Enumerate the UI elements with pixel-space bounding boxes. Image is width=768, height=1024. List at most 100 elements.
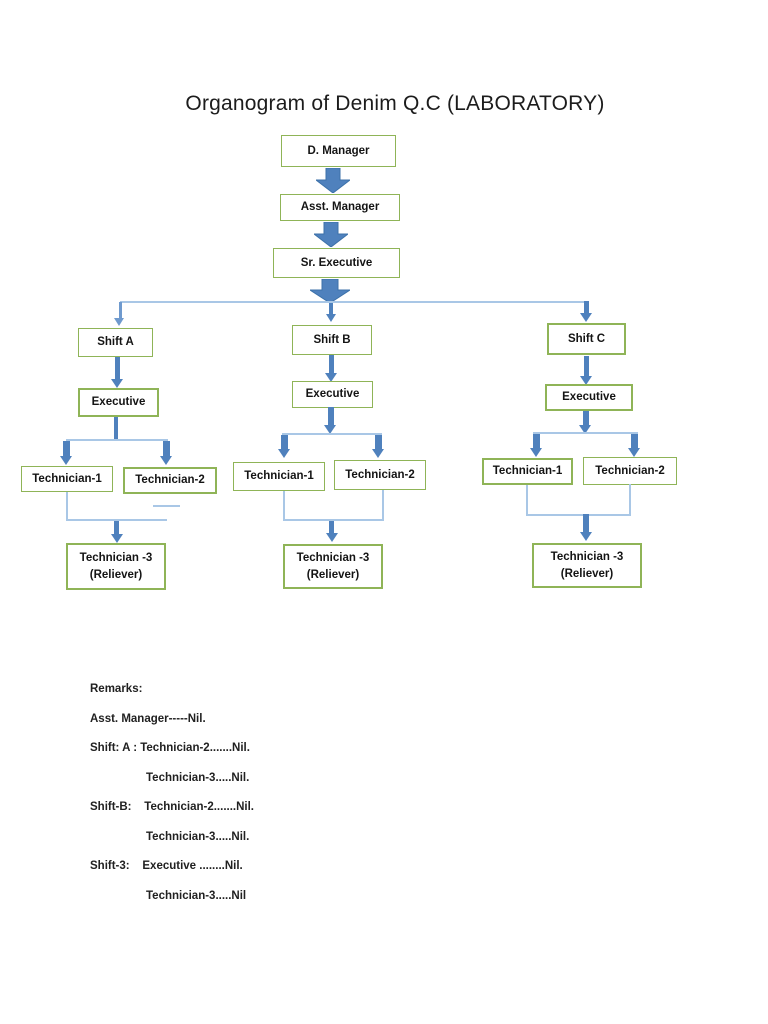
- split-bar: [282, 433, 382, 435]
- arrow-shaft: [533, 434, 540, 449]
- arrow-shaft: [631, 434, 638, 449]
- node-shift-a: Shift A: [78, 328, 153, 357]
- down-arrowhead-icon: [325, 373, 337, 382]
- node-technician1-c: Technician-1: [482, 458, 573, 485]
- bracket-line: [629, 484, 631, 514]
- down-arrowhead-icon: [580, 313, 592, 322]
- node-technician1-a-label: Technician-1: [32, 472, 102, 485]
- remark-line: Shift-3: Executive ........Nil.: [90, 860, 243, 872]
- down-arrowhead-icon: [579, 425, 591, 434]
- arrow-shaft: [163, 441, 170, 457]
- remark-line: Asst. Manager-----Nil.: [90, 712, 206, 725]
- node-technician3-a-line2: (Reliever): [89, 568, 143, 581]
- remark-line: Technician-3.....Nil: [146, 889, 247, 902]
- node-executive-b-label: Executive: [305, 388, 360, 401]
- bracket-line: [382, 490, 384, 520]
- node-technician3-b: Technician -3 (Reliever): [283, 544, 383, 589]
- branch-drop-line-a: [119, 302, 122, 318]
- node-technician1-b-label: Technician-1: [244, 470, 314, 483]
- node-sr-executive-label: Sr. Executive: [300, 256, 373, 269]
- down-arrowhead-icon: [530, 448, 542, 457]
- arrow-shaft: [281, 435, 288, 450]
- split-bar: [533, 432, 638, 434]
- arrow-shaft: [329, 521, 334, 534]
- node-technician3-a: Technician -3 (Reliever): [66, 543, 166, 590]
- node-asst-manager: Asst. Manager: [280, 194, 400, 221]
- node-executive-a: Executive: [78, 388, 159, 417]
- connector-stub: [328, 407, 334, 426]
- down-block-arrow-icon: [310, 279, 350, 303]
- node-technician2-c: Technician-2: [583, 457, 677, 485]
- remark-line: Technician-3.....Nil.: [146, 830, 250, 843]
- node-technician3-a-line1: Technician -3: [79, 552, 153, 565]
- node-executive-a-label: Executive: [91, 396, 146, 409]
- down-arrowhead-icon: [278, 449, 290, 458]
- remarks-section: Remarks: Asst. Manager-----Nil. Shift: A…: [90, 682, 510, 918]
- node-executive-c: Executive: [545, 384, 633, 411]
- bracket-line: [526, 485, 528, 516]
- node-technician3-b-line1: Technician -3: [296, 552, 370, 565]
- down-arrowhead-icon: [580, 376, 592, 385]
- node-shift-b: Shift B: [292, 325, 372, 355]
- down-arrowhead-icon: [372, 449, 384, 458]
- node-technician3-b-line2: (Reliever): [306, 568, 360, 581]
- page-title: Organogram of Denim Q.C (LABORATORY): [185, 92, 605, 115]
- stray-dash-line: [153, 505, 180, 507]
- arrow-shaft: [115, 357, 120, 380]
- node-technician3-c-line2: (Reliever): [560, 567, 614, 580]
- down-arrowhead-icon: [111, 534, 123, 543]
- arrow-shaft: [114, 521, 119, 535]
- down-arrowhead-icon: [580, 532, 592, 541]
- node-shift-a-label: Shift A: [97, 336, 134, 349]
- remark-line: Shift: A : Technician-2.......Nil.: [90, 742, 250, 754]
- node-shift-c: Shift C: [547, 323, 626, 355]
- down-arrowhead-icon: [114, 318, 124, 326]
- remarks-heading: Remarks:: [90, 683, 143, 695]
- remark-line: Technician-3.....Nil.: [146, 771, 250, 784]
- node-technician2-c-label: Technician-2: [595, 464, 665, 477]
- down-arrowhead-icon: [160, 456, 172, 465]
- bracket-line: [66, 519, 167, 521]
- bracket-line: [283, 519, 384, 521]
- node-technician3-c-line1: Technician -3: [550, 551, 624, 564]
- arrow-shaft: [329, 355, 334, 374]
- node-sr-executive: Sr. Executive: [273, 248, 400, 278]
- split-bar: [66, 439, 168, 441]
- connector-stub: [114, 417, 118, 440]
- node-technician1-b: Technician-1: [233, 462, 325, 491]
- down-block-arrow-icon: [314, 222, 348, 247]
- remark-line: Shift-B: Technician-2.......Nil.: [90, 801, 254, 813]
- node-technician2-b-label: Technician-2: [345, 468, 415, 481]
- node-executive-c-label: Executive: [562, 391, 616, 404]
- bracket-line: [283, 491, 285, 520]
- node-technician3-c: Technician -3 (Reliever): [532, 543, 642, 588]
- node-technician1-a: Technician-1: [21, 466, 113, 492]
- bracket-line: [66, 492, 68, 520]
- bracket-line: [526, 514, 631, 516]
- node-asst-manager-label: Asst. Manager: [300, 201, 380, 214]
- node-d-manager: D. Manager: [281, 135, 396, 167]
- down-arrowhead-icon: [60, 456, 72, 465]
- branch-drop-line-c: [584, 301, 589, 314]
- node-executive-b: Executive: [292, 381, 373, 408]
- down-arrowhead-icon: [326, 533, 338, 542]
- node-shift-b-label: Shift B: [313, 333, 351, 346]
- down-arrowhead-icon: [111, 379, 123, 388]
- arrow-shaft: [375, 435, 382, 450]
- down-block-arrow-icon: [316, 168, 350, 193]
- node-technician2-b: Technician-2: [334, 460, 426, 490]
- node-technician1-c-label: Technician-1: [492, 465, 563, 478]
- arrow-shaft: [63, 441, 70, 457]
- node-technician2-a-label: Technician-2: [135, 474, 205, 487]
- arrow-shaft: [583, 514, 589, 533]
- down-arrowhead-icon: [628, 448, 640, 457]
- down-arrowhead-icon: [326, 314, 336, 322]
- arrow-shaft: [584, 356, 589, 377]
- branch-drop-line-b: [329, 303, 333, 315]
- node-technician2-a: Technician-2: [123, 467, 217, 494]
- node-d-manager-label: D. Manager: [307, 144, 370, 157]
- node-shift-c-label: Shift C: [567, 332, 606, 345]
- down-arrowhead-icon: [324, 425, 336, 434]
- branch-rail-line: [120, 301, 587, 303]
